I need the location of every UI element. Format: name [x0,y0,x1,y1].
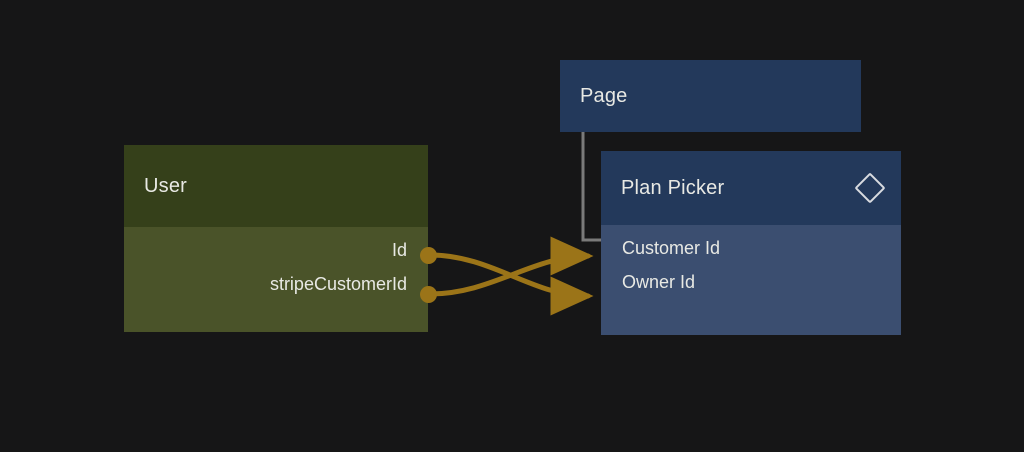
edge-user-id-to-owner-id [427,252,594,316]
edge-user-stripecustomerid-to-customer-id [427,236,594,297]
node-plan-picker-title: Plan Picker [621,176,725,199]
field-user-id-label: Id [391,239,407,260]
node-user-fields: Id stripeCustomerId [124,227,428,332]
diamond-icon [854,172,886,204]
port-user-stripecustomerid[interactable] [420,286,437,303]
field-user-stripecustomerid-label: stripeCustomerId [269,273,407,294]
field-plan-picker-owner-id[interactable]: Owner Id [601,265,901,299]
field-user-id[interactable]: Id [124,233,428,267]
field-plan-picker-customer-id-label: Customer Id [622,237,721,258]
port-user-id[interactable] [420,247,437,264]
node-plan-picker-header[interactable]: Plan Picker [601,151,901,225]
field-plan-picker-owner-id-label: Owner Id [622,271,696,292]
node-user-header[interactable]: User [124,145,428,227]
node-user[interactable]: User Id stripeCustomerId [124,145,428,332]
node-page-title: Page [580,84,628,107]
edge-page-to-plan-picker [581,131,603,242]
node-page-header[interactable]: Page [560,60,861,132]
node-plan-picker-fields: Customer Id Owner Id [601,225,901,335]
node-plan-picker[interactable]: Plan Picker Customer Id Owner Id [601,151,901,335]
field-user-stripecustomerid[interactable]: stripeCustomerId [124,267,428,301]
node-page[interactable]: Page [560,60,861,132]
node-user-title: User [144,174,188,197]
field-plan-picker-customer-id[interactable]: Customer Id [601,231,901,265]
